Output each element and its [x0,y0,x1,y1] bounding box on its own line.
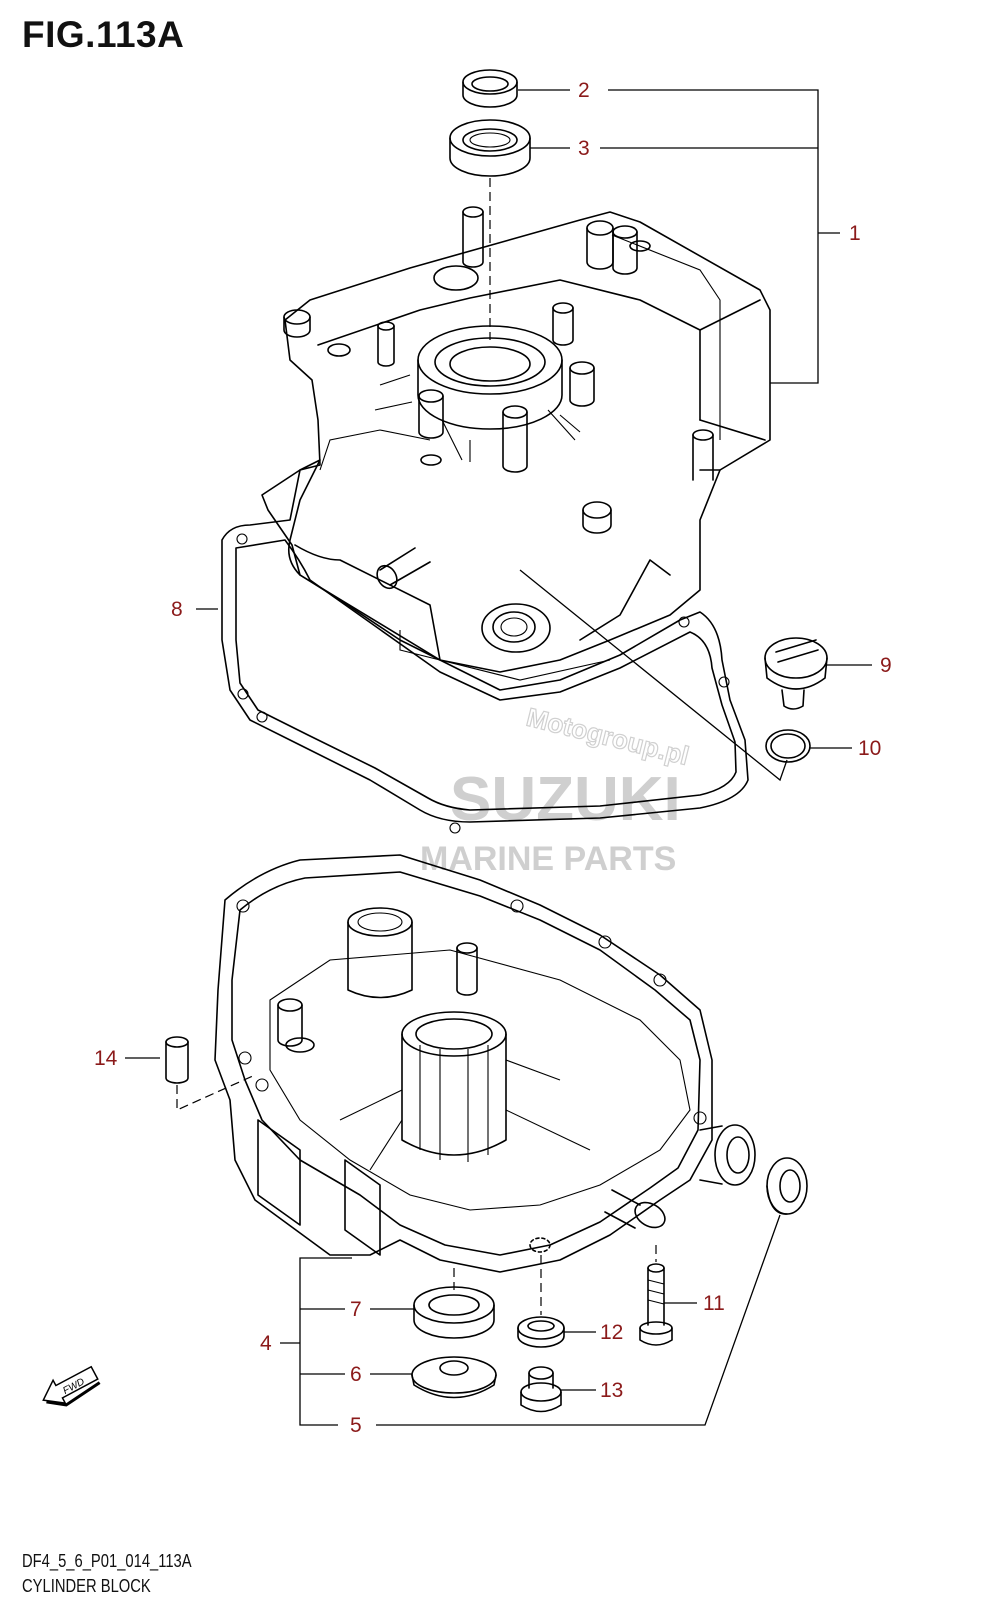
callout-6: 6 [350,1363,362,1386]
leader-9-10-to-block [519,569,788,782]
figure-name: CYLINDER BLOCK [22,1576,151,1596]
callout-11: 11 [703,1292,725,1315]
part-12-washer[interactable] [517,1316,565,1348]
part-2-oil-seal[interactable] [462,69,518,108]
leader-lines [125,89,872,1426]
assembly-line-dowel [176,1074,256,1111]
callout-13: 13 [600,1379,623,1402]
watermark-site: Motogroup.pl [524,702,692,771]
figure-title: FIG.113A [22,14,185,55]
callout-2: 2 [578,79,590,102]
watermark-sub: MARINE PARTS [420,840,676,878]
callout-8: 8 [171,598,183,621]
fwd-arrow-icon: FWD [42,1365,101,1407]
callout-3: 3 [578,137,590,160]
part-1-cylinder-block[interactable] [261,206,771,681]
part-8-gasket[interactable] [221,459,749,834]
part-4-crankcase[interactable] [214,854,756,1273]
part-7-oil-seal[interactable] [413,1286,495,1339]
callout-14: 14 [94,1047,118,1070]
callout-4: 4 [260,1332,272,1355]
part-6-cap[interactable] [411,1356,497,1399]
part-14-dowel-pin[interactable] [165,1036,189,1084]
part-5-oil-seal-side[interactable] [766,1157,808,1215]
figure-code: DF4_5_6_P01_014_113A [22,1551,192,1571]
part-3-bearing[interactable] [449,119,531,177]
watermark: SUZUKI MARINE PARTS Motogroup.pl [420,701,693,878]
callout-1: 1 [849,222,861,245]
callout-10: 10 [858,737,881,760]
callout-12: 12 [600,1321,623,1344]
callout-5: 5 [350,1414,362,1437]
part-13-drain-plug[interactable] [520,1366,562,1413]
part-10-o-ring[interactable] [765,729,811,763]
part-11-bolt[interactable] [639,1263,673,1346]
callout-7: 7 [350,1298,362,1321]
part-9-filler-plug[interactable] [764,637,828,710]
callout-labels: 2 3 1 8 9 10 14 4 7 6 5 11 12 13 [94,79,892,1437]
callout-9: 9 [880,654,892,677]
block-studs [283,206,714,534]
watermark-brand: SUZUKI [450,765,681,834]
